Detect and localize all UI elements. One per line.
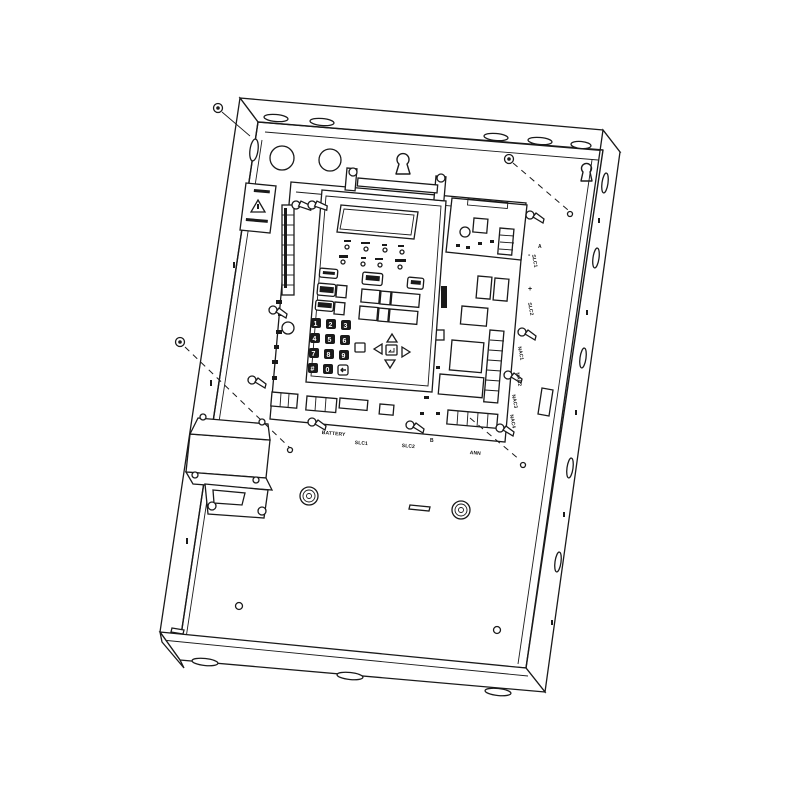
left-terminal-blocks — [281, 204, 295, 296]
standoff-right — [451, 500, 471, 520]
key-1: 1 — [314, 321, 318, 328]
nac-terminal-blocks — [437, 329, 505, 404]
numeric-keypad: 1 2 3 4 5 6 7 8 9 # 0 — [308, 318, 351, 376]
right-arrow-key — [401, 345, 412, 359]
label-a-mark: A — [538, 244, 542, 250]
down-arrow-key — [383, 359, 397, 370]
label-slc-bottom-2: SLC2 — [401, 443, 416, 451]
function-keys — [314, 267, 425, 326]
navigation-keys — [354, 332, 412, 370]
screw-left-middle — [174, 336, 294, 454]
key-7: 7 — [312, 351, 316, 358]
mounting-screws — [174, 102, 574, 469]
enter-key — [385, 344, 398, 356]
screw-bottom-right — [469, 417, 527, 469]
key-9: 9 — [342, 353, 346, 360]
up-arrow-key — [385, 332, 399, 343]
bottom-terminal-blocks — [270, 391, 499, 430]
left-arrow-key — [372, 342, 383, 356]
label-plus: + — [528, 286, 533, 293]
label-ann: ANN — [469, 450, 482, 457]
label-b-mark: B — [430, 438, 434, 444]
menu-key — [354, 342, 366, 353]
label-slc-bottom-1: SLC1 — [354, 440, 369, 448]
key-4: 4 — [313, 336, 317, 343]
status-leds — [339, 240, 406, 270]
key-3: 3 — [344, 323, 348, 330]
standoff-left — [299, 486, 319, 506]
daughter-board — [445, 197, 528, 302]
screw-top-right — [503, 153, 574, 218]
key-6: 6 — [343, 338, 347, 345]
key-hash: # — [311, 366, 315, 373]
transformer — [184, 413, 274, 519]
key-0: 0 — [326, 367, 330, 374]
warning-label — [239, 182, 277, 234]
key-2: 2 — [329, 322, 333, 329]
label-minus: - — [528, 252, 531, 259]
key-5: 5 — [328, 337, 332, 344]
key-8: 8 — [327, 352, 331, 359]
screw-top-left — [212, 102, 251, 137]
operator-keypad-display: 1 2 3 4 5 6 7 8 9 # 0 — [305, 167, 447, 393]
lcd-display — [336, 204, 419, 240]
mounting-clips — [247, 167, 545, 438]
